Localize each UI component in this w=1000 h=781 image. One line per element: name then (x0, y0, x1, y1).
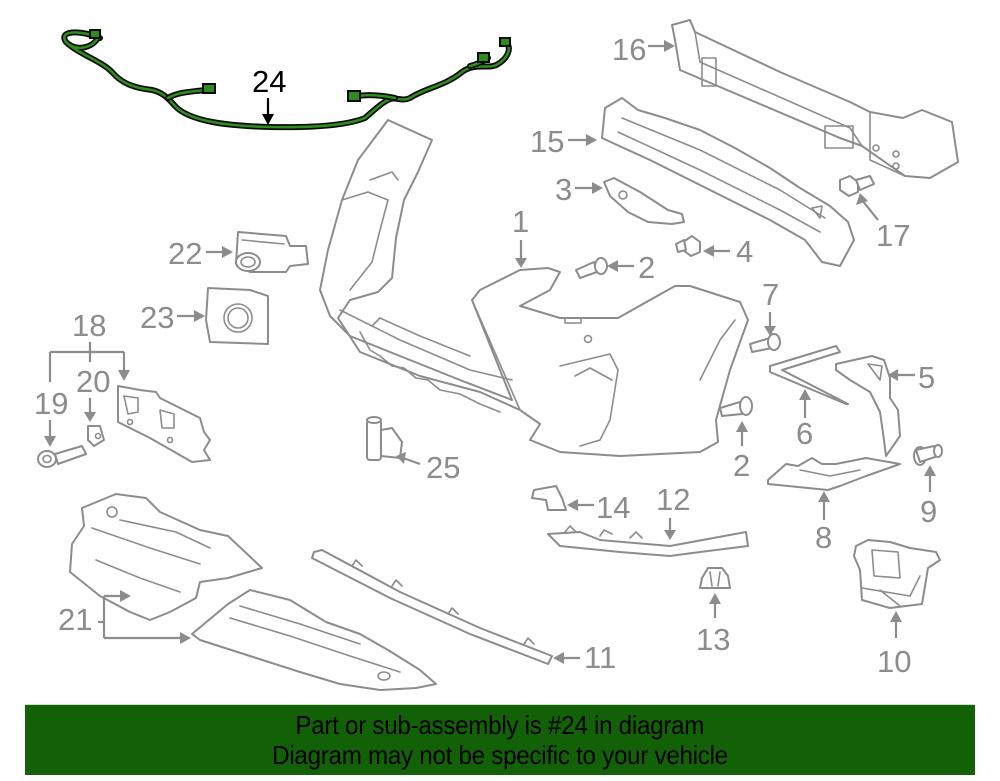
callout-17[interactable]: 17 (856, 193, 910, 253)
harness-connector (499, 37, 511, 47)
screw-part-19[interactable] (37, 445, 87, 468)
svg-text:11: 11 (584, 640, 616, 675)
energy-absorber-part-15[interactable] (601, 97, 855, 267)
molding-trim-part-6[interactable] (769, 345, 849, 405)
svg-text:2: 2 (733, 448, 750, 483)
callout-8[interactable]: 8 (815, 491, 832, 555)
bolt-part-4[interactable] (675, 235, 701, 257)
svg-text:16: 16 (612, 32, 646, 67)
callout-16[interactable]: 16 (612, 32, 675, 67)
wire-harness-part-24[interactable] (61, 29, 512, 131)
callout-4[interactable]: 4 (703, 234, 753, 269)
svg-text:10: 10 (877, 644, 911, 679)
callout-6[interactable]: 6 (796, 389, 813, 451)
sensor-clip-part-25[interactable] (366, 416, 403, 461)
lower-molding-strip-part-11[interactable] (311, 549, 553, 665)
bumper-side-retainer-part-3[interactable] (603, 177, 685, 225)
banner-part-notice: Part or sub-assembly is #24 in diagram (295, 710, 705, 740)
callout-18[interactable]: 18 (48, 308, 130, 382)
svg-text:20: 20 (76, 364, 110, 399)
sensor-retainer-part-23[interactable] (205, 287, 269, 345)
svg-text:12: 12 (656, 482, 690, 517)
svg-text:17: 17 (876, 218, 910, 253)
callout-11[interactable]: 11 (553, 640, 616, 675)
spoiler-strip-part-12[interactable] (547, 525, 749, 557)
screw-part-7[interactable] (749, 333, 781, 353)
parking-sensor-part-22[interactable] (235, 231, 309, 273)
svg-text:21: 21 (58, 602, 92, 637)
callout-14[interactable]: 14 (567, 490, 630, 525)
reinforcement-beam-part-16[interactable] (671, 19, 959, 179)
callout-15[interactable]: 15 (530, 124, 597, 159)
callout-5[interactable]: 5 (888, 360, 935, 395)
retainer-clip-part-13[interactable] (699, 567, 731, 589)
sensor-bracket-part-18[interactable] (117, 385, 211, 463)
harness-connector (347, 90, 361, 102)
callout-7[interactable]: 7 (762, 277, 779, 336)
svg-text:7: 7 (762, 277, 779, 312)
callout-25[interactable]: 25 (396, 450, 460, 485)
lower-grille-trim-part-8[interactable] (767, 457, 901, 491)
svg-text:23: 23 (140, 300, 174, 335)
svg-text:6: 6 (796, 416, 813, 451)
svg-text:3: 3 (555, 172, 572, 207)
front-bumper-cover-part-1[interactable] (319, 119, 749, 457)
svg-text:4: 4 (736, 234, 753, 269)
callout-9[interactable]: 9 (920, 465, 937, 529)
svg-text:22: 22 (168, 236, 202, 271)
svg-text:19: 19 (34, 386, 68, 421)
callout-24[interactable]: 24 (252, 64, 286, 125)
svg-text:14: 14 (596, 490, 630, 525)
svg-text:9: 9 (920, 494, 937, 529)
callout-12[interactable]: 12 (656, 482, 690, 540)
svg-text:13: 13 (696, 622, 730, 657)
side-bracket-part-5[interactable] (835, 355, 901, 457)
harness-connector (477, 52, 490, 63)
svg-text:18: 18 (72, 308, 106, 343)
harness-connector (89, 29, 101, 39)
splash-shield-part-21-upper[interactable] (69, 493, 263, 621)
nut-clip-part-20[interactable] (87, 425, 105, 447)
callout-3[interactable]: 3 (555, 172, 603, 207)
diagram-notice-banner: Part or sub-assembly is #24 in diagram D… (25, 704, 975, 775)
callout-20[interactable]: 20 (76, 364, 110, 422)
svg-text:25: 25 (426, 450, 460, 485)
harness-connector (202, 83, 216, 94)
callout-10[interactable]: 10 (877, 611, 911, 679)
svg-text:2: 2 (638, 250, 655, 285)
callout-19[interactable]: 19 (34, 386, 68, 447)
svg-text:5: 5 (918, 360, 935, 395)
callout-2-upper[interactable]: 2 (607, 250, 655, 285)
svg-text:1: 1 (512, 204, 529, 239)
bolt-part-17[interactable] (839, 175, 875, 197)
screw-part-2-lower[interactable] (719, 396, 753, 417)
svg-text:8: 8 (815, 520, 832, 555)
bracket-part-14[interactable] (531, 485, 567, 511)
push-clip-part-9[interactable] (913, 444, 943, 466)
svg-text:24: 24 (252, 64, 286, 99)
callout-13[interactable]: 13 (696, 593, 730, 657)
screw-part-2-upper[interactable] (575, 257, 608, 279)
banner-disclaimer: Diagram may not be specific to your vehi… (272, 740, 728, 770)
callout-22[interactable]: 22 (168, 236, 233, 271)
callout-23[interactable]: 23 (140, 300, 205, 335)
svg-text:15: 15 (530, 124, 564, 159)
splash-shield-part-21-lower[interactable] (191, 589, 437, 691)
fog-lamp-housing-part-10[interactable] (853, 539, 941, 609)
callout-21[interactable]: 21 (58, 590, 191, 644)
callout-2-lower[interactable]: 2 (733, 421, 750, 483)
callout-1[interactable]: 1 (512, 204, 529, 268)
